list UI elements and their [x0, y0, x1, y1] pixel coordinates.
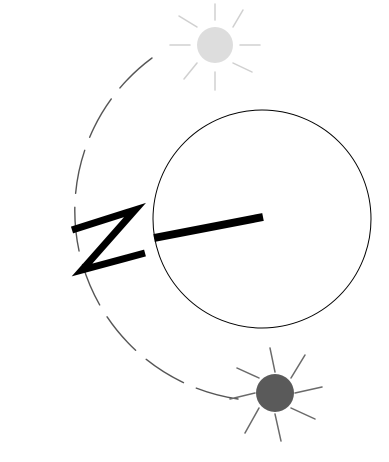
n-glyph [72, 210, 145, 270]
sun-dark-icon [230, 348, 322, 441]
sun-light-icon [170, 4, 260, 90]
